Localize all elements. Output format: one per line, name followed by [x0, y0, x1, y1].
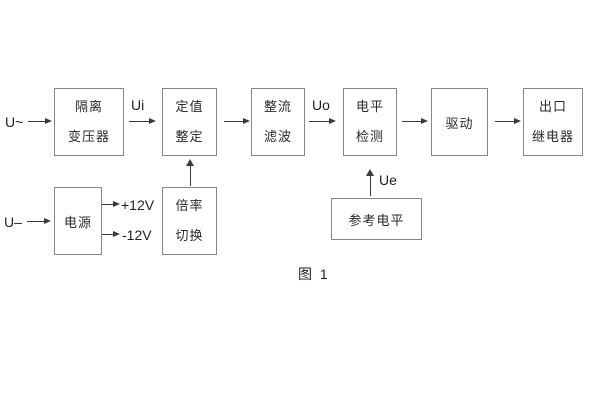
block-label: 电源: [63, 214, 92, 230]
block-label: 定值: [175, 99, 204, 114]
arrow-ratio-to-setting: [186, 159, 195, 186]
arrow-dc-input: [27, 218, 51, 225]
block-ratio-switch: 倍率 切换: [162, 187, 217, 255]
signal-label-ue: Ue: [379, 172, 397, 188]
block-driver: 驱动: [431, 88, 488, 156]
block-label: 整流: [263, 99, 292, 114]
signal-label-rail-positive: +12V: [121, 197, 155, 213]
figure-caption: 图 1: [298, 266, 330, 282]
signal-label-rail-negative: -12V: [122, 227, 152, 243]
block-reference-level: 参考电平: [331, 198, 422, 240]
block-label: 参考电平: [348, 212, 405, 228]
block-label: 整定: [175, 129, 204, 144]
block-label: 滤波: [263, 129, 292, 144]
signal-label-uo: Uo: [312, 97, 330, 113]
block-setting-adjustment: 定值 整定: [162, 88, 217, 156]
arrow-ac-input: [28, 118, 52, 125]
block-label: 切换: [175, 228, 204, 243]
block-label: 隔离: [74, 99, 103, 114]
arrow-driver-to-relay: [495, 118, 521, 125]
block-power-supply: 电源: [54, 187, 102, 255]
block-label: 继电器: [531, 129, 574, 144]
block-level-detection: 电平 检测: [343, 88, 397, 156]
signal-label-ac-input: U~: [5, 114, 24, 130]
arrow-setting-to-rectifier: [224, 118, 250, 125]
block-label: 变压器: [67, 129, 110, 144]
block-isolation-transformer: 隔离 变压器: [54, 88, 124, 156]
arrow-rail-negative: [102, 231, 120, 238]
block-output-relay: 出口 继电器: [523, 88, 583, 156]
block-label: 出口: [538, 99, 567, 114]
block-label: 驱动: [445, 115, 474, 131]
signal-label-ui: Ui: [131, 97, 145, 113]
block-label: 电平: [355, 99, 384, 114]
arrow-ui: [129, 118, 156, 125]
arrow-detect-to-driver: [402, 118, 428, 125]
block-rectifier-filter: 整流 滤波: [251, 88, 305, 156]
arrow-rail-positive: [102, 201, 120, 208]
arrow-ue: [366, 169, 375, 196]
block-label: 检测: [355, 129, 384, 144]
arrow-uo: [309, 118, 336, 125]
block-label: 倍率: [175, 198, 204, 213]
signal-label-dc-input: U–: [4, 214, 22, 230]
